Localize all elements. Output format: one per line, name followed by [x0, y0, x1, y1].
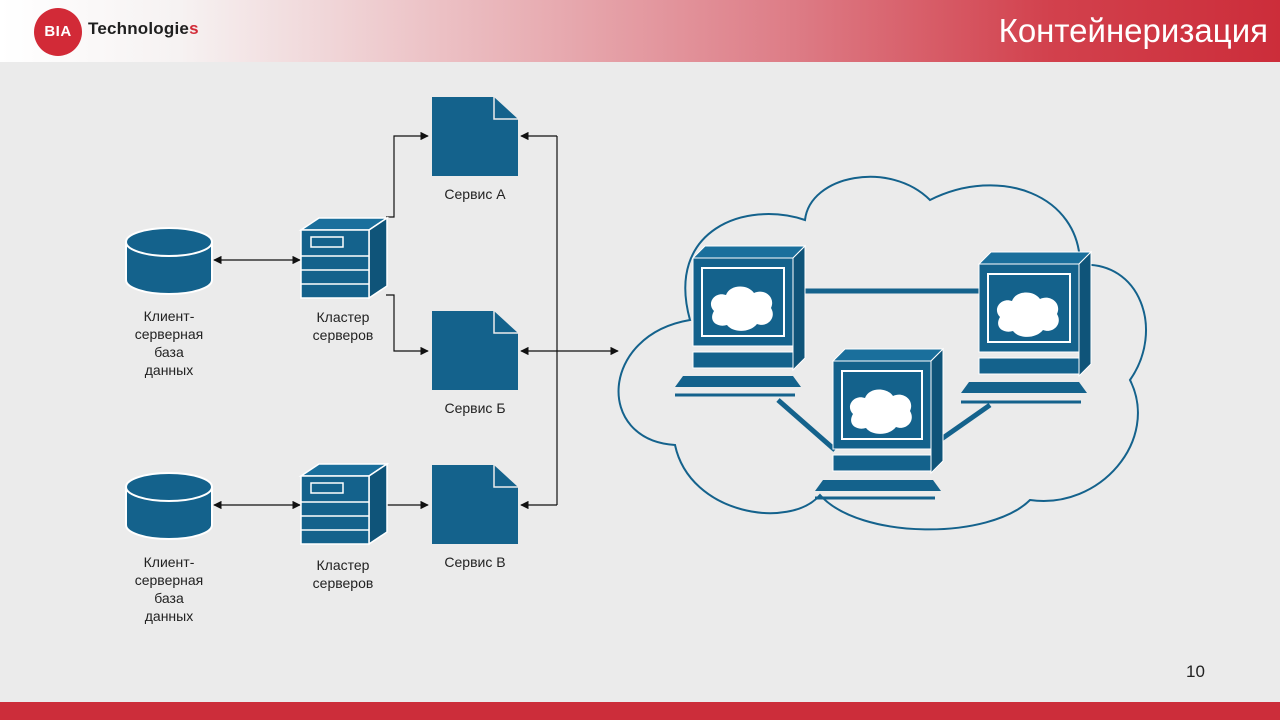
service-a-label: Сервис А — [444, 186, 506, 202]
db-bottom-label-line: Клиент- — [143, 554, 195, 570]
db-bottom-label: Клиент- серверная база данных — [114, 553, 224, 625]
server-cluster-icon — [298, 462, 390, 546]
db-top-label-line: данных — [144, 362, 194, 378]
network-link — [776, 398, 837, 452]
service-b-label: Сервис Б — [444, 400, 506, 416]
cloud-outline — [617, 175, 1147, 531]
computer-icon — [675, 244, 807, 397]
header-banner: BIA Technologies Контейнеризация — [0, 0, 1280, 62]
db-bottom-label-line: данных — [144, 608, 194, 624]
db-top-label-line: Клиент- — [143, 308, 195, 324]
page-number: 10 — [1186, 662, 1205, 681]
cluster-bottom-label-line: серверов — [312, 575, 374, 591]
logo-text-main: Technologie — [88, 19, 190, 38]
cluster-top-label-line: Кластер — [316, 309, 370, 325]
db-top-label: Клиент- серверная база данных — [114, 307, 224, 379]
logo-text-last: s — [189, 19, 199, 38]
cluster-bottom-label: Кластер серверов — [288, 556, 398, 592]
db-bottom-label-line: база — [154, 590, 184, 606]
database-icon — [125, 472, 213, 540]
document-icon — [432, 465, 518, 544]
cluster-top-label: Кластер серверов — [288, 308, 398, 344]
cluster-top-label-line: серверов — [312, 327, 374, 343]
document-icon — [432, 311, 518, 390]
computer-icon — [815, 347, 945, 500]
server-cluster-icon — [298, 216, 390, 300]
database-icon — [125, 227, 213, 295]
cluster-bottom-label-line: Кластер — [316, 557, 370, 573]
network-link — [938, 402, 992, 443]
db-top-label-line: серверная — [134, 326, 204, 342]
page-title: Контейнеризация — [998, 12, 1268, 49]
footer-bar — [0, 702, 1280, 720]
db-top-label-line: база — [154, 344, 184, 360]
service-c-label: Сервис В — [444, 554, 506, 570]
logo-mark: BIA — [34, 8, 82, 56]
logo-text: Technologies — [88, 19, 199, 39]
document-icon — [432, 97, 518, 176]
cluster-top-to-service-a-arrow — [386, 131, 429, 218]
db-bottom-label-line: серверная — [134, 572, 204, 588]
computer-icon — [961, 250, 1093, 404]
cluster-top-to-service-b-arrow — [386, 294, 429, 356]
